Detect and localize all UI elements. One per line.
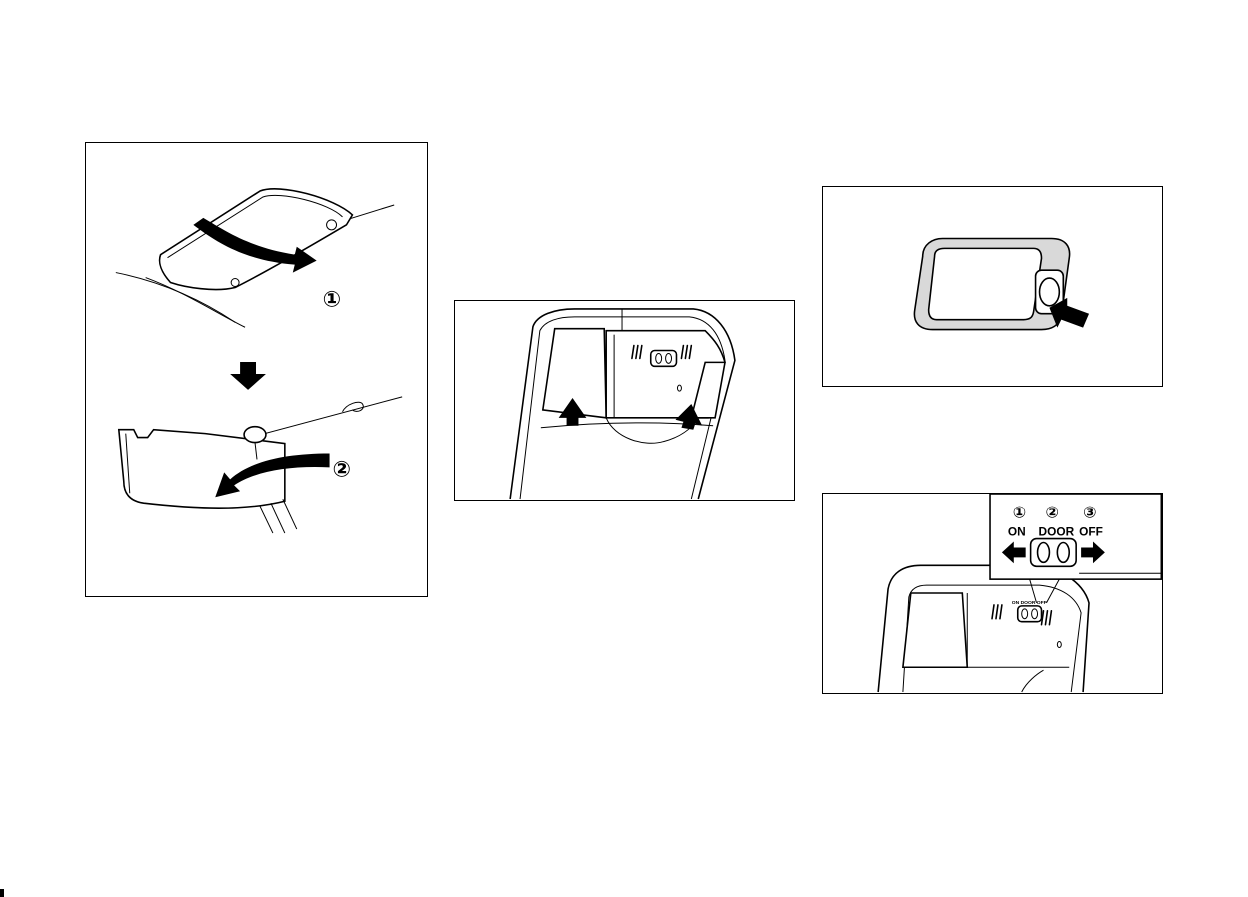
sun-visor-figure: ① ② <box>85 142 428 597</box>
position-1-number: ① <box>1013 503 1026 522</box>
page-corner-mark <box>0 889 4 897</box>
step-2-callout: ② <box>333 457 352 482</box>
step-1-callout: ① <box>323 287 342 312</box>
room-light-switch-figure: ON DOOR OFF ① ② ③ ON DOOR OFF <box>822 493 1163 694</box>
vanity-mirror-light-illustration <box>823 187 1162 386</box>
position-2-number: ② <box>1045 503 1058 522</box>
map-lights-figure <box>454 300 795 501</box>
position-1-label: ON <box>1008 525 1026 539</box>
map-lights-illustration <box>455 301 794 500</box>
small-switch-label: ON DOOR OFF <box>1012 600 1047 606</box>
position-2-label: DOOR <box>1039 525 1075 539</box>
room-light-switch-illustration: ON DOOR OFF ① ② ③ ON DOOR OFF <box>823 494 1162 693</box>
vanity-mirror-light-figure <box>822 186 1163 387</box>
position-3-label: OFF <box>1079 525 1103 539</box>
sun-visor-illustration: ① ② <box>86 143 427 596</box>
position-3-number: ③ <box>1083 503 1096 522</box>
